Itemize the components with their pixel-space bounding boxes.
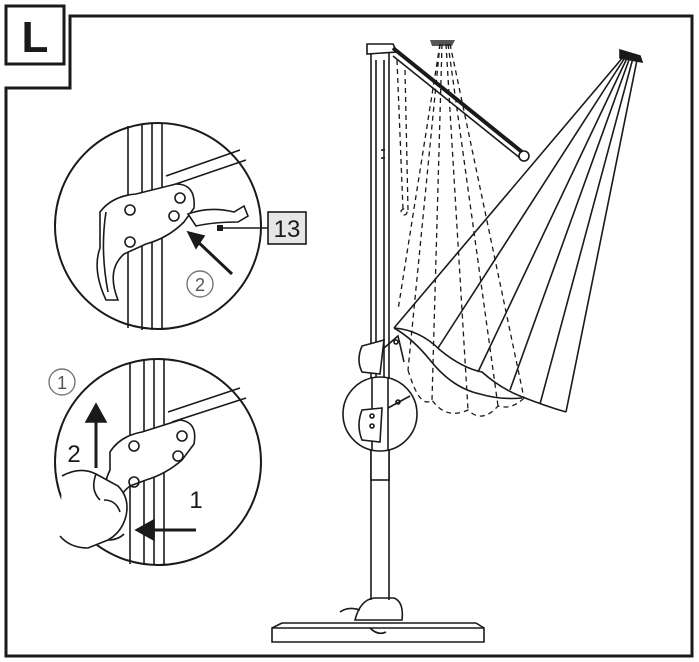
part-callout: 13 (217, 211, 307, 245)
umbrella-ghost-position (396, 40, 525, 417)
step-badge: L (4, 4, 66, 66)
umbrella-base (271, 597, 485, 643)
umbrella-main (271, 40, 644, 643)
detail-circle-bottom (54, 358, 262, 566)
pole-crank (358, 334, 405, 375)
umbrella-pole (366, 43, 399, 600)
arrow-left-label: 1 (189, 487, 202, 514)
umbrella-arm (391, 46, 530, 162)
umbrella-canopy (393, 48, 644, 413)
detail-circle-top (54, 122, 262, 330)
part-callout-number: 13 (274, 216, 301, 243)
arrow-up-label: 2 (67, 441, 80, 468)
outer-frame (4, 14, 694, 658)
step-marker-top: 2 (186, 270, 214, 298)
step-marker-bottom-label: 1 (57, 373, 67, 393)
step-marker-bottom: 1 (48, 368, 76, 396)
step-label: L (22, 13, 49, 62)
pole-magnifier-circle (342, 376, 418, 452)
step-marker-top-label: 2 (195, 275, 205, 295)
